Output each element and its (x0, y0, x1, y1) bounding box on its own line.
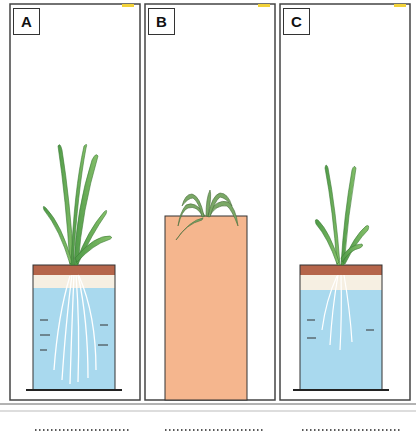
plant-leaves (315, 165, 368, 265)
plant-leaves (43, 144, 111, 265)
panel-letter: A (21, 14, 32, 29)
panel-letter-box: A (13, 8, 40, 35)
base-line (0, 404, 416, 405)
panel-letter: C (291, 14, 302, 29)
panel-letter: B (156, 14, 167, 29)
answer-blank (35, 429, 400, 431)
base-line (0, 411, 416, 412)
panel-letter-box: B (148, 8, 175, 35)
wilted-plant (176, 190, 238, 240)
corner-mark (122, 4, 406, 7)
water-jar (293, 265, 389, 390)
water-jar (26, 265, 122, 390)
soil-container (165, 216, 247, 400)
panel-frame (10, 4, 410, 400)
panel-letter-box: C (283, 8, 310, 35)
